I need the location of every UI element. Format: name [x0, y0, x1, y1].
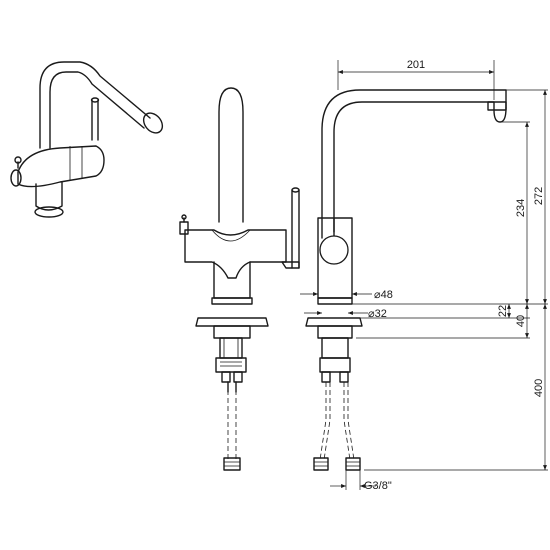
front-view [179, 87, 300, 471]
dim-base-height-label: 22 [497, 305, 509, 317]
dim-deck-thickness-label: 40 [515, 315, 527, 327]
dimension-lines [300, 60, 548, 490]
perspective-view [10, 61, 164, 218]
dim-base-diameter-label: ⌀32 [368, 308, 387, 320]
dim-hose-length-label: 400 [533, 379, 545, 397]
dim-spout-height-label: 234 [515, 199, 527, 217]
dim-width-label: 201 [407, 59, 425, 71]
handle-knob [319, 235, 349, 265]
side-view [305, 89, 507, 471]
dimension-labels: 201 234 272 ⌀48 ⌀32 22 40 400 G3/8" [364, 59, 545, 492]
dim-body-diameter-label: ⌀48 [374, 289, 393, 301]
dim-thread-label: G3/8" [364, 480, 392, 492]
dim-total-height-label: 272 [533, 187, 545, 205]
